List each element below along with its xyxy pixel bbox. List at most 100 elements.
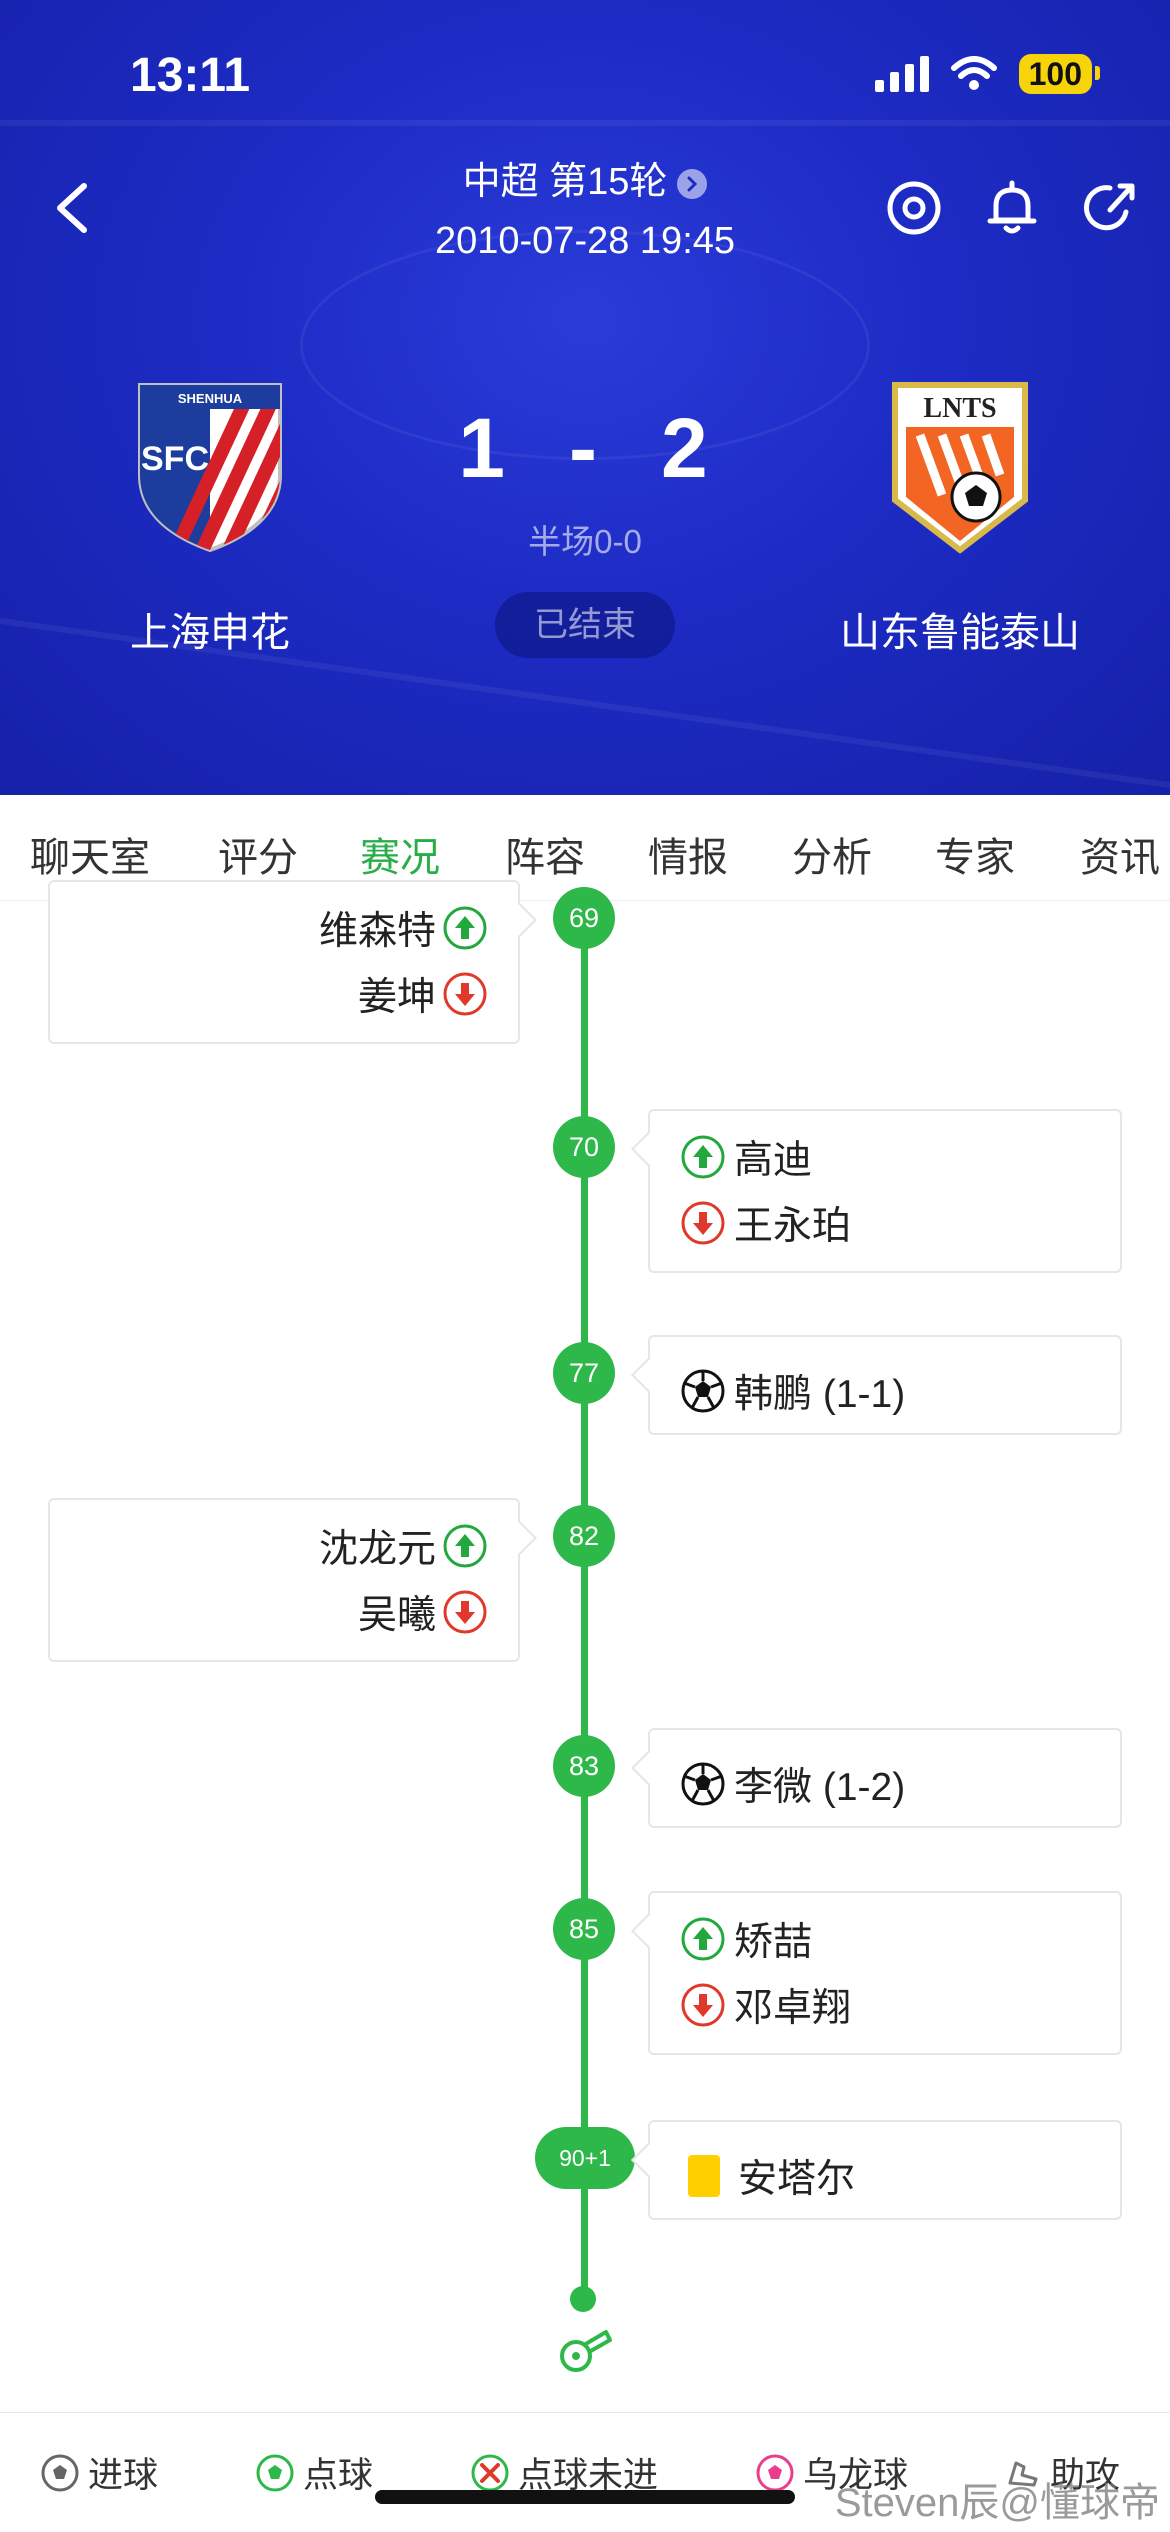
substitution-in-icon [443,906,487,950]
away-event-card[interactable]: 高迪王永珀 [648,1109,1122,1273]
battery-icon: 100 [1018,54,1101,94]
tab-news[interactable]: 资讯 [1080,836,1160,880]
home-indicator[interactable] [375,2490,795,2504]
bell-icon[interactable] [982,178,1042,238]
tab-experts[interactable]: 专家 [935,836,1015,880]
status-bar: 13:11 100 [0,0,1170,150]
home-team-logo: SHENHUA SFC [138,383,282,553]
event-minute: 70 [553,1116,615,1178]
player-name: 矫喆 [734,1921,813,1964]
home-event-card[interactable]: 沈龙元吴曦 [48,1498,520,1662]
svg-text:SFC: SFC [141,440,209,478]
pitch-circle-decoration [300,230,870,460]
legend-goal: 进球 [40,2447,158,2498]
event-legend: 进球 点球 点球未进 乌龙球 助攻 [0,2412,1170,2532]
match-date: 2010-07-28 19:45 [434,220,736,262]
tab-chatroom[interactable]: 聊天室 [30,836,150,880]
player-name: 沈龙元 [318,1528,436,1571]
home-team[interactable]: SHENHUA SFC 上海申花 [60,375,360,658]
tab-analysis[interactable]: 分析 [792,836,872,880]
match-status-badge: 已结束 [495,592,675,658]
competition-round[interactable]: 中超 第15轮 [0,150,1170,205]
wifi-icon [950,56,997,90]
event-sub-out-row: 姜坤 [358,966,488,1022]
watermark: Steven辰@懂球帝 [834,2481,1160,2525]
home-score: 1 [458,401,509,495]
away-event-card[interactable]: 李微 (1-2) [648,1728,1122,1828]
player-name: 高迪 [734,1139,813,1182]
event-sub-in-row: 沈龙元 [319,1518,488,1574]
share-icon[interactable] [1080,178,1140,238]
penalty-missed-icon [471,2454,509,2491]
whistle-icon [560,2330,612,2372]
legend-penalty: 点球 [255,2447,373,2498]
event-sub-in-row: 维森特 [319,900,488,956]
event-minute: 82 [553,1505,615,1567]
away-score: 2 [660,401,712,495]
event-sub-out-row: 吴曦 [358,1584,488,1640]
player-name: 吴曦 [357,1594,436,1637]
own-goal-icon [756,2454,794,2491]
football-icon [681,1762,725,1806]
substitution-in-icon [681,1917,725,1961]
football-icon [681,1369,725,1413]
event-yellow-card-row: 安塔尔 [680,2148,855,2204]
scoreboard: 1-2 [0,400,1170,497]
player-name: 姜坤 [357,976,436,1019]
player-name: 维森特 [318,910,436,953]
svg-text:SHENHUA: SHENHUA [178,391,243,406]
event-sub-in-row: 矫喆 [680,1911,812,1967]
pitch-line-decoration [0,120,1170,126]
timeline-line [581,903,588,2303]
score-separator: - [569,401,601,495]
event-goal-row: 李微 (1-2) [680,1756,905,1812]
player-name: 邓卓翔 [734,1987,852,2030]
event-minute: 69 [553,887,615,949]
event-minute: 90+1 [535,2127,635,2189]
event-goal-row: 韩鹏 (1-1) [680,1363,905,1419]
away-event-card[interactable]: 矫喆邓卓翔 [648,1891,1122,2055]
away-event-card[interactable]: 韩鹏 (1-1) [648,1335,1122,1435]
tab-ratings[interactable]: 评分 [218,836,298,880]
event-sub-out-row: 王永珀 [680,1195,851,1251]
status-time: 13:11 [130,49,251,102]
substitution-out-icon [681,1983,725,2027]
penalty-icon [256,2454,294,2491]
player-name: 李微 (1-2) [734,1766,906,1809]
away-team[interactable]: LNTS 山东鲁能泰山 [810,375,1110,658]
boot-icon [1008,2461,1038,2486]
event-sub-out-row: 邓卓翔 [680,1977,851,2033]
legend-own-goal: 乌龙球 [755,2447,908,2498]
substitution-out-icon [443,972,487,1016]
substitution-out-icon [443,1590,487,1634]
substitution-in-icon [443,1524,487,1568]
player-name: 王永珀 [734,1205,852,1248]
player-name: 安塔尔 [738,2158,856,2201]
event-minute: 83 [553,1735,615,1797]
home-team-name: 上海申花 [130,611,290,655]
substitution-out-icon [681,1201,725,1245]
halftime-score: 半场0-0 [528,523,642,560]
tab-intel[interactable]: 情报 [648,836,728,880]
football-icon [41,2454,79,2491]
cellular-signal-icon [874,56,929,92]
event-sub-in-row: 高迪 [680,1129,812,1185]
record-icon[interactable] [884,178,944,238]
tab-match-events[interactable]: 赛况 [360,836,440,880]
substitution-in-icon [681,1135,725,1179]
legend-assist: 助攻 [1002,2447,1120,2498]
tab-lineup[interactable]: 阵容 [505,836,585,880]
match-header: 13:11 100 中超 第15轮 2010-07-28 19:45 [0,0,1170,795]
away-event-card[interactable]: 安塔尔 [648,2120,1122,2220]
home-event-card[interactable]: 维森特姜坤 [48,880,520,1044]
away-team-name: 山东鲁能泰山 [840,611,1080,655]
timeline-end-dot [570,2286,596,2312]
svg-text:LNTS: LNTS [923,393,996,424]
back-arrow-icon[interactable] [48,178,98,238]
yellow-card-icon [688,2155,720,2197]
player-name: 韩鹏 (1-1) [734,1373,906,1416]
event-minute: 85 [553,1898,615,1960]
legend-penalty-missed: 点球未进 [470,2447,658,2498]
event-minute: 77 [553,1342,615,1404]
chevron-right-icon [677,168,708,199]
